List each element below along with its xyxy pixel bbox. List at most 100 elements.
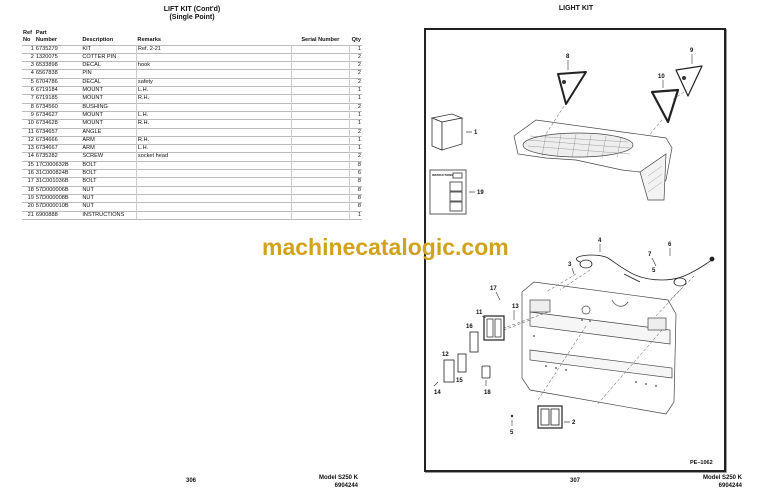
cell-serial xyxy=(291,119,351,129)
svg-text:12: 12 xyxy=(442,352,449,358)
cell-qty: 1 xyxy=(349,135,362,145)
cell-part: 6735282 xyxy=(34,152,82,162)
svg-text:19: 19 xyxy=(477,190,484,196)
svg-text:9: 9 xyxy=(690,48,694,54)
cell-desc: NUT xyxy=(81,185,137,195)
svg-text:1: 1 xyxy=(474,130,478,136)
cell-remarks xyxy=(136,169,292,178)
svg-text:14: 14 xyxy=(434,390,441,396)
svg-text:11: 11 xyxy=(476,310,483,316)
cell-serial xyxy=(291,69,351,79)
switch-plate-2-icon xyxy=(537,405,563,429)
cell-qty: 2 xyxy=(349,102,362,112)
cell-ref: 19 xyxy=(22,193,35,203)
cell-ref: 18 xyxy=(22,185,35,195)
cell-qty: 8 xyxy=(349,193,362,203)
cell-desc: BOLT xyxy=(81,160,137,170)
svg-text:5: 5 xyxy=(652,268,656,274)
cell-desc: NUT xyxy=(81,193,137,203)
svg-text:18: 18 xyxy=(484,390,491,396)
cell-desc: MOUNT xyxy=(81,94,137,104)
cell-qty: 6 xyxy=(349,169,362,178)
switch-16-icon xyxy=(469,331,479,353)
cell-qty: 1 xyxy=(349,44,362,54)
cell-part: 57D000010B xyxy=(34,202,82,212)
page-number-left: 306 xyxy=(186,478,197,484)
arm-12-icon xyxy=(443,359,455,383)
cell-qty: 8 xyxy=(349,177,362,187)
cell-part: 6735279 xyxy=(34,44,82,54)
cell-qty: 2 xyxy=(349,52,362,62)
cell-ref: 10 xyxy=(22,119,35,129)
svg-text:17: 17 xyxy=(490,286,497,292)
cell-qty: 2 xyxy=(349,69,362,79)
cell-part: 1320075 xyxy=(34,52,82,62)
cell-serial xyxy=(291,52,351,62)
cell-serial xyxy=(291,86,351,95)
cell-qty: 1 xyxy=(349,110,362,120)
cell-serial xyxy=(291,144,351,153)
switch-housing-11-icon xyxy=(483,315,505,341)
model-name: Model S250 K xyxy=(318,475,358,481)
cell-remarks: R.H. xyxy=(136,119,292,129)
cell-part: 6719185 xyxy=(34,94,82,104)
lift-kit-title: LIFT KIT (Cont'd) (Single Point) xyxy=(0,6,384,22)
figure-id: PE–1062 xyxy=(690,460,713,466)
cell-ref: 20 xyxy=(22,202,35,212)
cell-part: 57D000008B xyxy=(34,193,82,203)
cell-desc: MOUNT xyxy=(81,110,137,120)
cell-desc: MOUNT xyxy=(81,119,137,129)
cell-ref: 6 xyxy=(22,86,35,95)
cell-serial xyxy=(291,152,351,162)
cell-qty: 8 xyxy=(349,185,362,195)
cell-serial xyxy=(291,160,351,170)
cab-top-panel-icon xyxy=(513,119,673,201)
cell-serial xyxy=(291,102,351,112)
rear-panel-icon xyxy=(521,281,677,415)
cell-part: 6533898 xyxy=(34,61,82,70)
cell-qty: 8 xyxy=(349,160,362,170)
cell-ref: 16 xyxy=(22,169,35,178)
cell-part: 6900888 xyxy=(34,210,82,220)
cell-serial xyxy=(291,94,351,104)
cell-serial xyxy=(291,177,351,187)
svg-text:5: 5 xyxy=(510,430,514,436)
svg-text:3: 3 xyxy=(568,262,572,268)
svg-text:6: 6 xyxy=(668,242,672,248)
cell-serial xyxy=(291,127,351,137)
instructions-sheet-icon xyxy=(429,169,467,215)
cell-remarks: L.H. xyxy=(136,144,292,153)
light-kit-title: LIGHT KIT xyxy=(558,5,594,12)
right-page: LIGHT KIT 307 Model S250 K 6904244 xyxy=(384,0,768,497)
header-serial-number: Serial Number xyxy=(301,37,340,44)
page-number-right: 307 xyxy=(570,478,581,484)
cell-qty: 2 xyxy=(349,61,362,70)
cell-serial xyxy=(291,110,351,120)
cell-serial xyxy=(291,193,351,203)
light-kit-exploded-diagram: 1 INSTRUCTIONS 19 xyxy=(429,48,715,466)
cell-desc: INSTRUCTIONS xyxy=(81,210,137,220)
cell-desc: KIT xyxy=(81,44,137,54)
svg-text:8: 8 xyxy=(566,54,570,60)
cell-remarks xyxy=(136,102,292,112)
cell-ref: 11 xyxy=(22,127,35,137)
cell-serial xyxy=(291,210,351,220)
cell-ref: 5 xyxy=(22,77,35,87)
cell-serial xyxy=(291,169,351,178)
svg-text:16: 16 xyxy=(466,324,473,330)
cell-part: 6734628 xyxy=(34,119,82,129)
cell-remarks: L.H. xyxy=(136,110,292,120)
model-name: Model S250 K xyxy=(702,475,742,481)
